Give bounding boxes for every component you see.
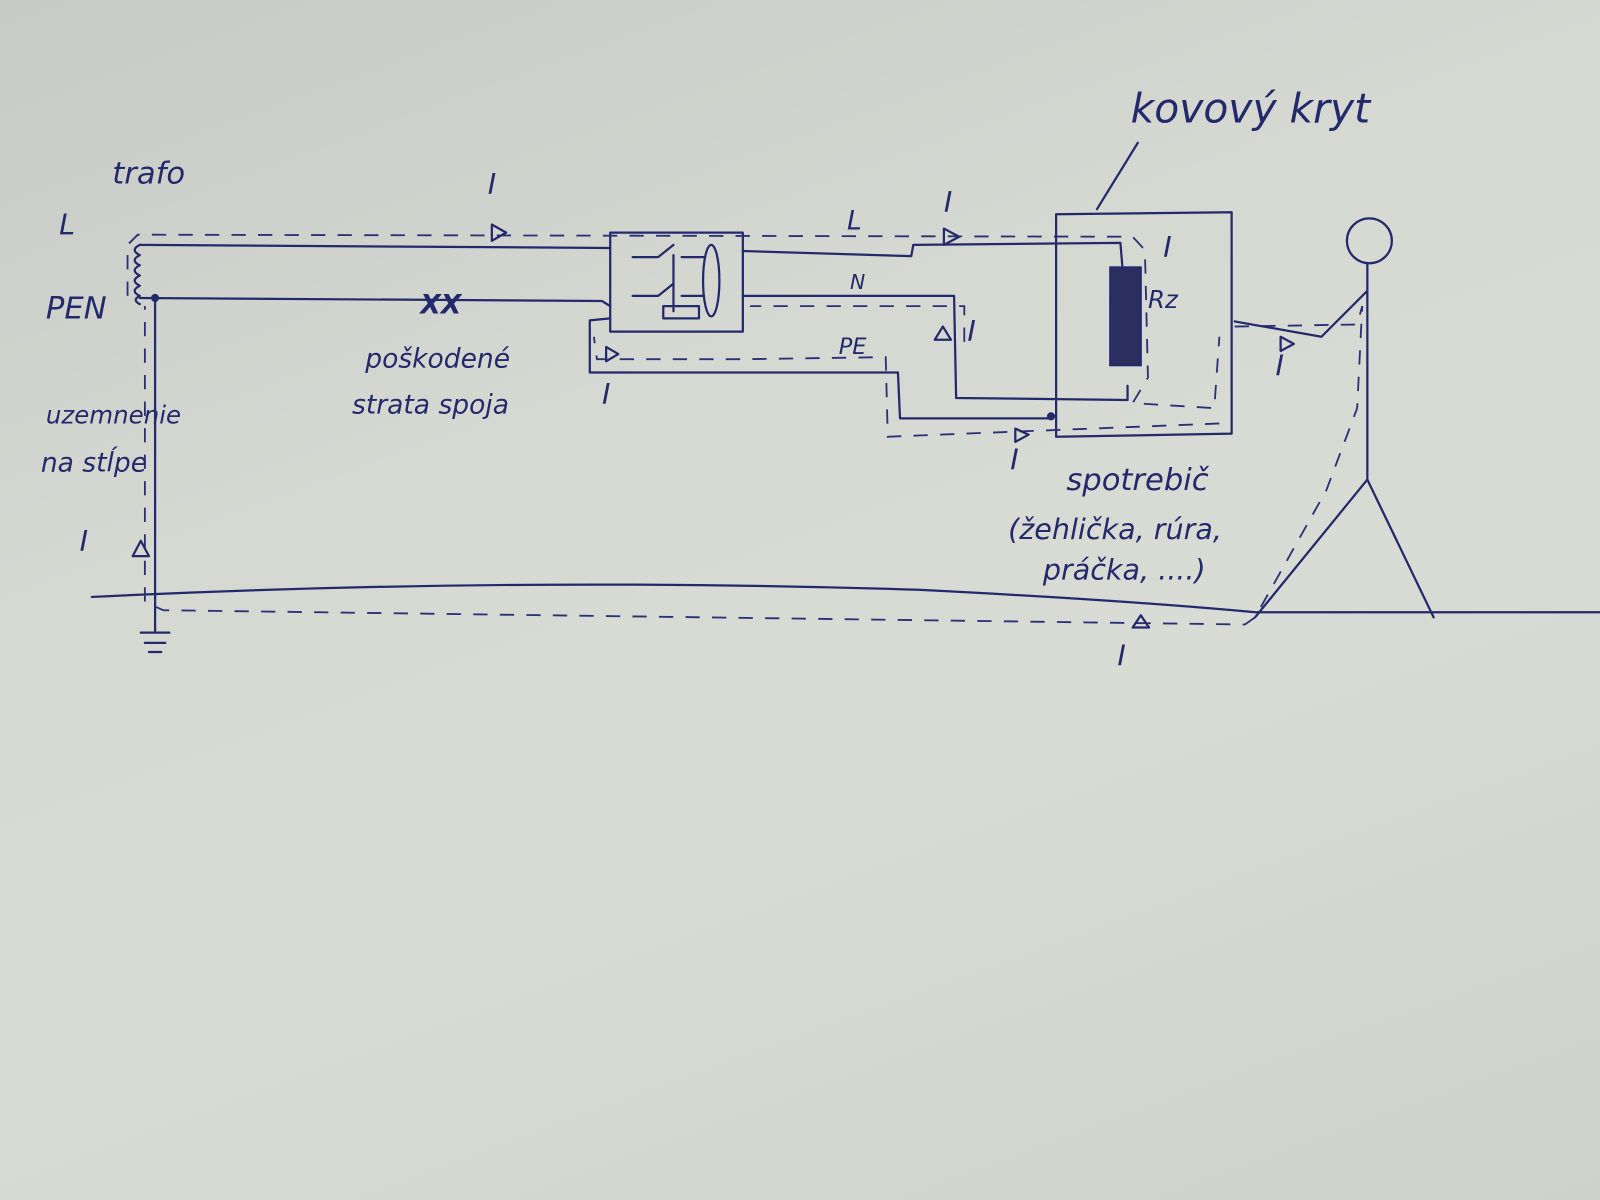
grounding-label-line2: na stĺpe — [41, 446, 147, 478]
appliance-metal-casing — [1055, 211, 1233, 438]
pen-conductor — [138, 296, 612, 308]
pe-junction-dot — [1046, 412, 1056, 421]
current-direction-arrows — [131, 223, 1295, 629]
casing-leader-line — [1095, 141, 1139, 211]
resistance-label: Rz — [1148, 285, 1179, 314]
fault-current-path — [126, 233, 1364, 626]
current-labels: I I I I I I I I I — [80, 167, 1284, 672]
n-wire-label: N — [850, 270, 865, 294]
arrow-icon — [1014, 427, 1030, 443]
damage-label-line2: strata spoja — [352, 389, 509, 420]
appliance-label-line2: (žehlička, rúra, — [1008, 512, 1222, 546]
arrow-icon — [1131, 614, 1151, 629]
current-label: I — [1276, 349, 1284, 383]
metal-casing-label: kovový kryt — [1131, 84, 1372, 132]
appliance-label-line1: spotrebič — [1066, 463, 1209, 498]
arrow-icon — [933, 325, 953, 341]
arrow-icon — [1279, 335, 1295, 353]
rcd-internals — [631, 243, 706, 320]
appliance-label-line3: práčka, ....) — [1042, 553, 1206, 587]
current-label: I — [80, 524, 88, 558]
pe-wire-label: PE — [839, 334, 868, 360]
current-label: I — [488, 167, 496, 201]
transformer-label: trafo — [112, 157, 185, 192]
arrow-icon — [131, 539, 151, 558]
current-label: I — [944, 185, 952, 219]
heating-resistor — [1109, 266, 1142, 367]
transformer-coil — [133, 243, 141, 306]
current-label: I — [1117, 638, 1125, 672]
arrow-icon — [490, 223, 508, 242]
person-figure — [1233, 217, 1435, 619]
current-label: I — [602, 377, 610, 411]
current-label: I — [967, 314, 975, 348]
rcd-toroid — [701, 243, 721, 318]
grounding-label-line1: uzemnenie — [46, 400, 181, 429]
source-l-label: L — [59, 208, 75, 242]
damage-label-line1: poškodené — [364, 343, 510, 374]
ground-electrode — [139, 296, 171, 654]
damage-mark: XX — [418, 289, 462, 320]
earth-surface — [90, 583, 1600, 614]
rcd-breaker-box — [609, 231, 744, 333]
line-conductor-l — [138, 241, 1124, 269]
arrow-icon — [942, 227, 961, 247]
pen-label: PEN — [46, 291, 107, 326]
arrow-icon — [605, 345, 620, 363]
protective-conductor-pe — [588, 317, 1053, 420]
current-label: I — [1163, 230, 1171, 264]
neutral-conductor-n — [741, 294, 1129, 402]
current-label: I — [1010, 442, 1018, 476]
l-wire-label: L — [847, 206, 862, 237]
